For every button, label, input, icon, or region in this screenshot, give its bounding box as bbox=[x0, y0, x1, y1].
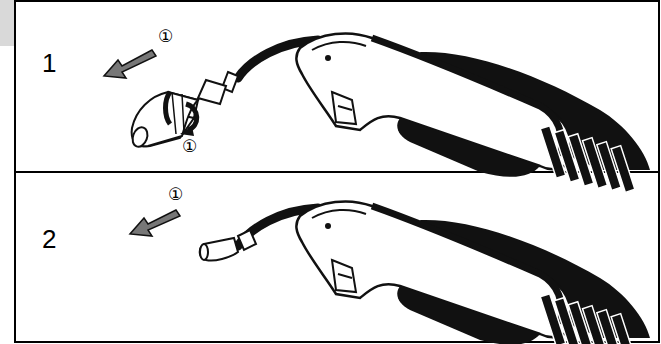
step-number: 1 bbox=[42, 50, 56, 76]
callout-number: ① bbox=[168, 186, 183, 203]
callout-number: ① bbox=[158, 28, 173, 45]
step-number: 2 bbox=[42, 226, 56, 252]
callout-number: ① bbox=[182, 138, 197, 155]
